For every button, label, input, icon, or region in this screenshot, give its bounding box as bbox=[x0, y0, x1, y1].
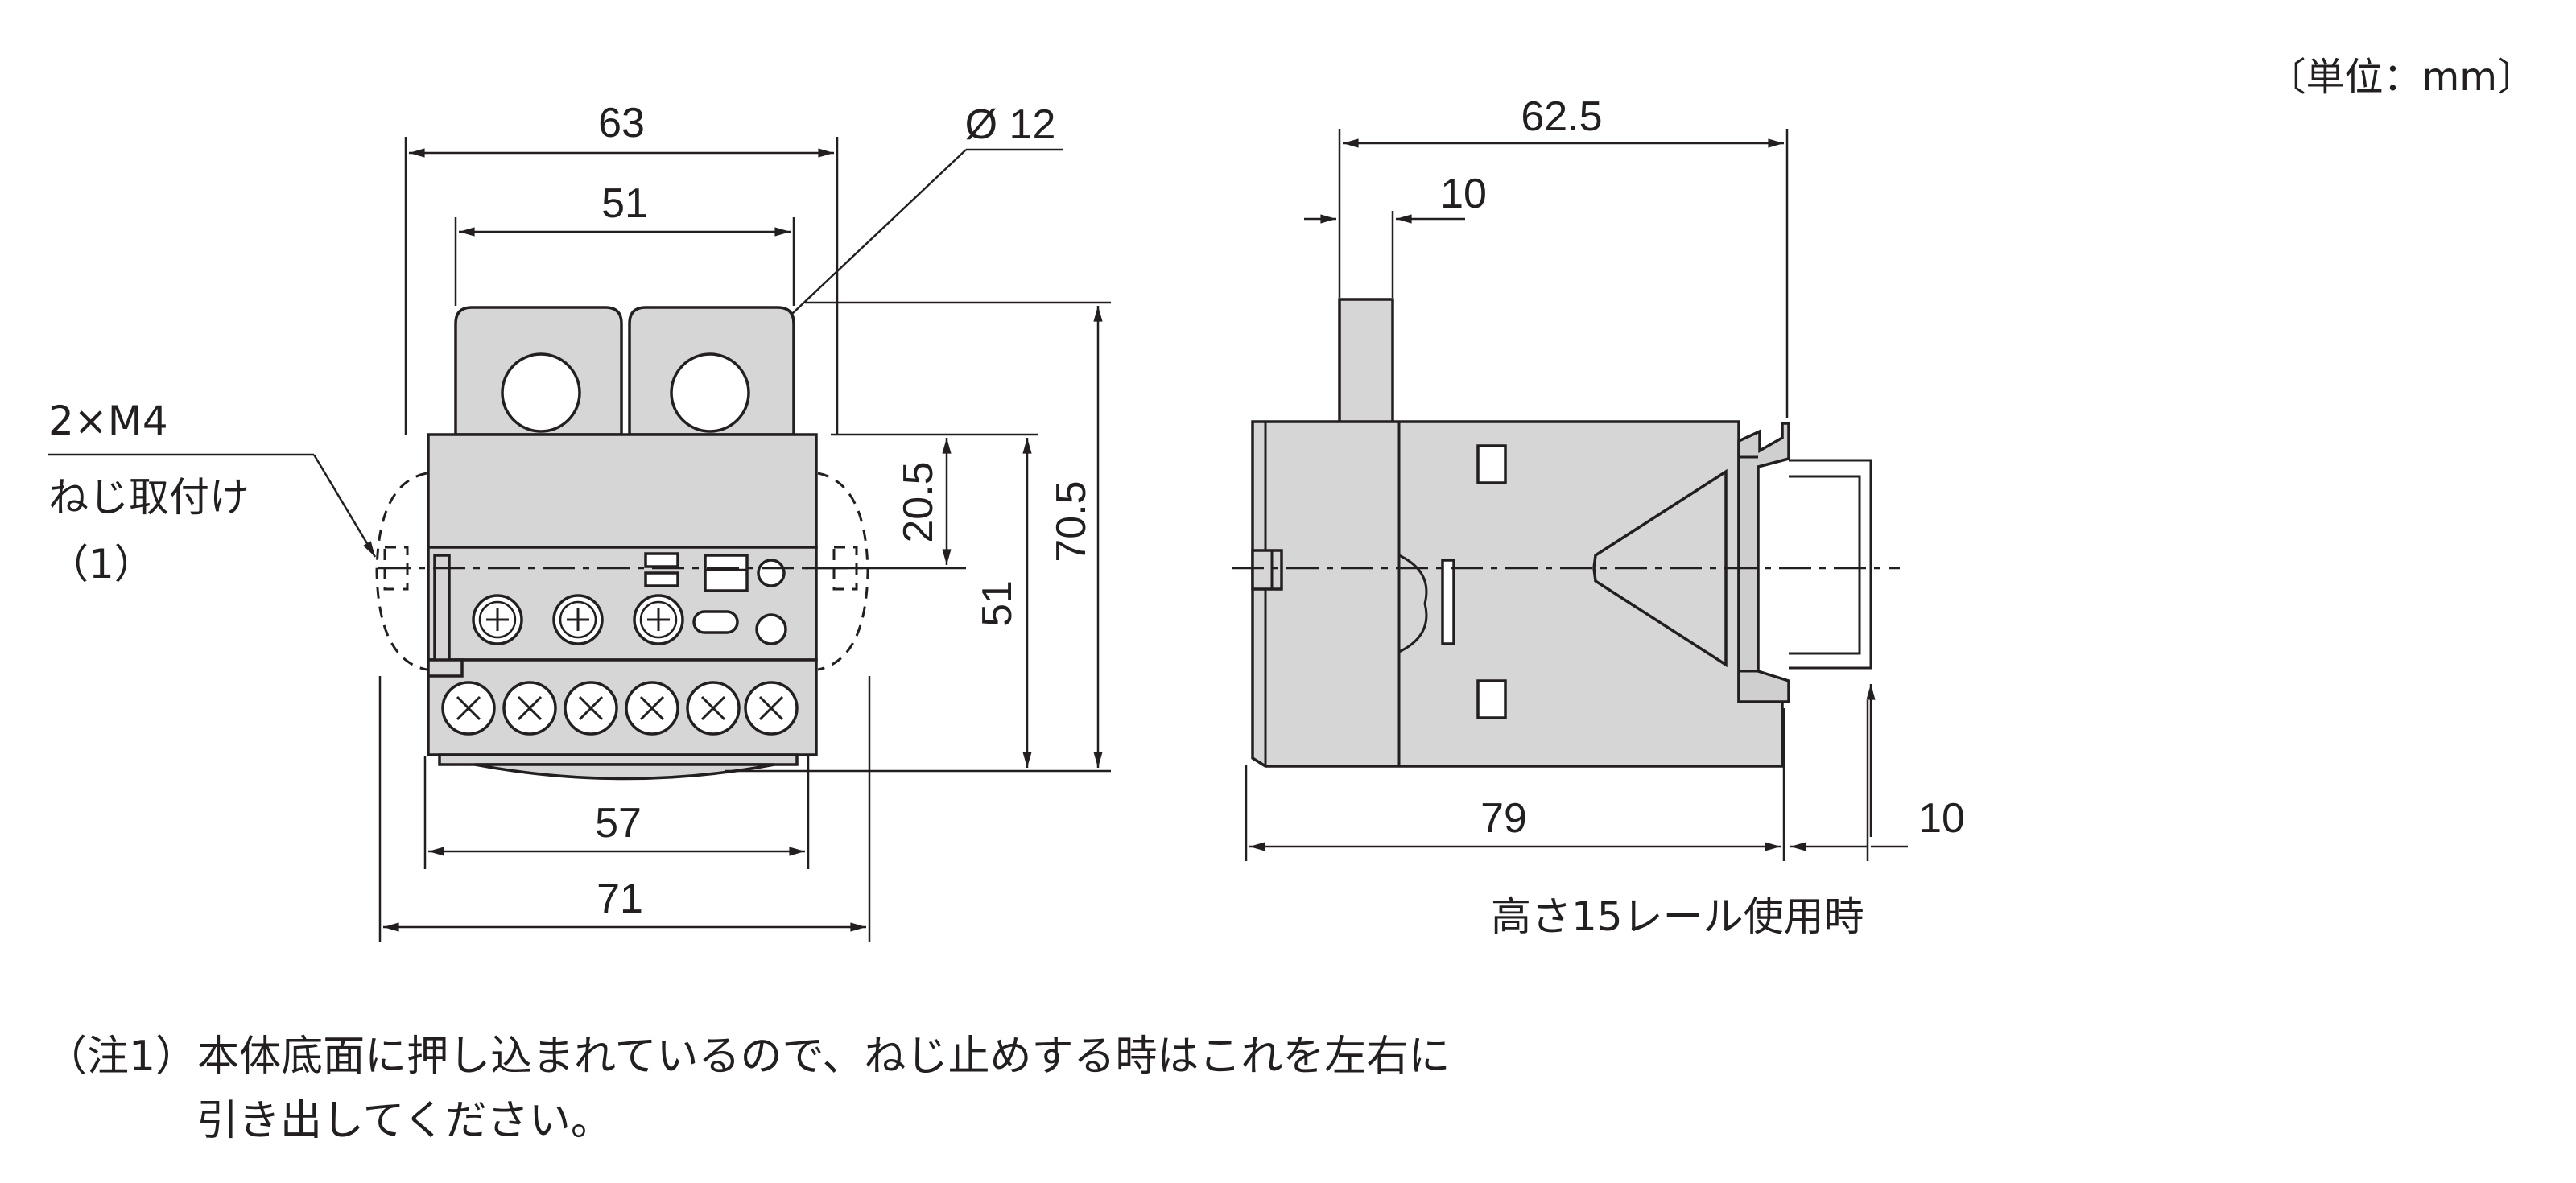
screw-label-note: （1） bbox=[48, 541, 155, 587]
screw-label-size: 2×M4 bbox=[48, 398, 168, 444]
dim-upper-offset: 20.5 bbox=[895, 461, 942, 542]
adjust-screw-1 bbox=[472, 594, 523, 645]
dim-rail-offset: 10 bbox=[1918, 795, 1965, 842]
terminal-screws bbox=[441, 681, 799, 736]
side-view: 62.5 10 bbox=[1232, 93, 1965, 940]
footnote-line-2: 引き出してください。 bbox=[196, 1097, 613, 1145]
rail-caption: 高さ15レール使用時 bbox=[1491, 893, 1864, 940]
dim-hole-diameter: Ø 12 bbox=[965, 101, 1056, 148]
footnote-line-1: （注1）本体底面に押し込まれているので、ねじ止めする時はこれを左右に bbox=[45, 1033, 1450, 1081]
unit-label: 〔単位：mm〕 bbox=[2267, 55, 2536, 100]
adjust-screw-2 bbox=[552, 594, 604, 645]
dim-depth-top: 62.5 bbox=[1521, 93, 1602, 140]
footnote: （注1）本体底面に押し込まれているので、ねじ止めする時はこれを左右に 引き出して… bbox=[45, 1033, 1450, 1145]
adjust-screw-3 bbox=[633, 594, 684, 645]
front-view: 63 51 Ø 12 bbox=[48, 100, 1111, 942]
dim-width-top: 63 bbox=[598, 100, 645, 146]
dim-height-body: 51 bbox=[974, 580, 1021, 627]
screw-label-text: ねじ取付け bbox=[48, 474, 250, 521]
dim-terminal-pitch: 51 bbox=[601, 180, 648, 227]
dim-height-total: 70.5 bbox=[1048, 480, 1095, 562]
dim-depth-bottom: 79 bbox=[1480, 795, 1527, 842]
dim-bottom-overall: 71 bbox=[597, 876, 643, 922]
dim-bottom-width: 57 bbox=[595, 800, 642, 847]
dim-post-width: 10 bbox=[1440, 171, 1487, 217]
